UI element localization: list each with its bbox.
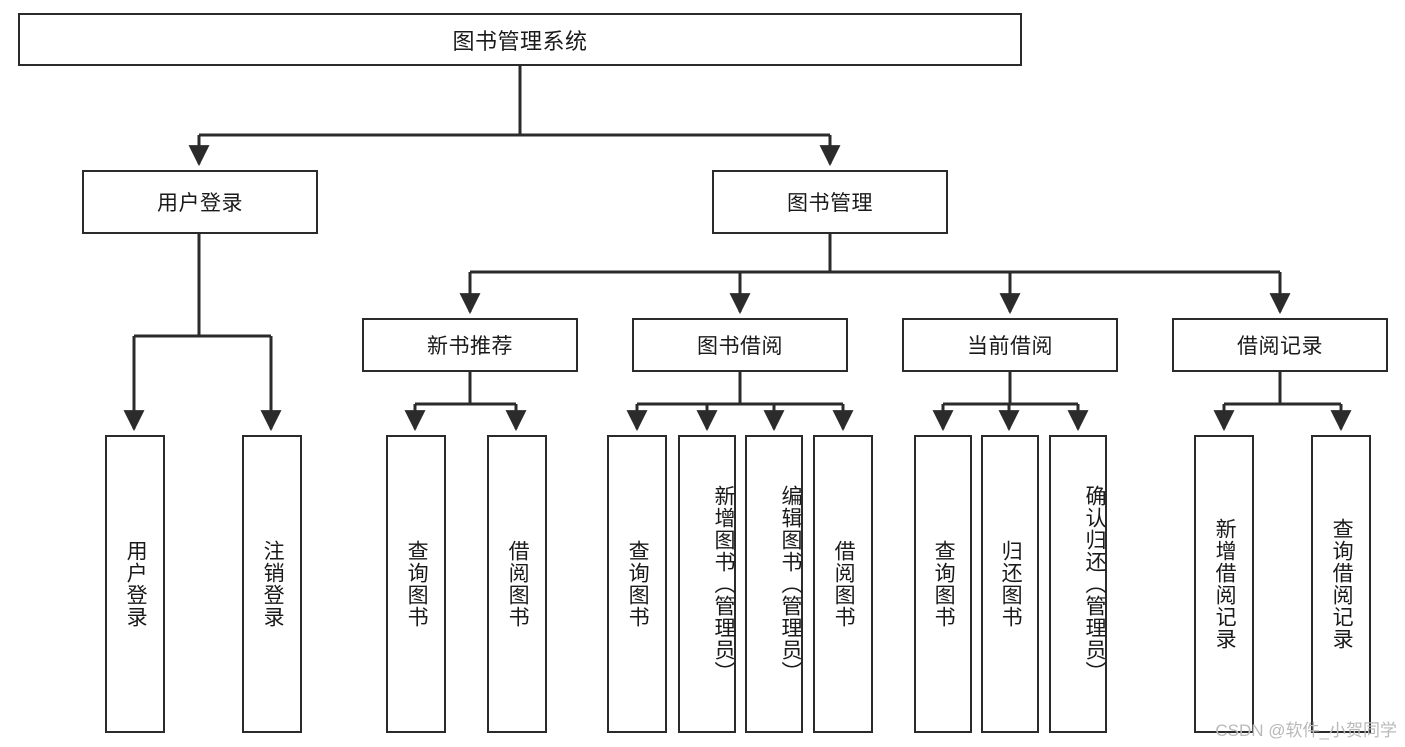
leaf-borrow-record-query[interactable]: 查询借阅记录	[1311, 435, 1371, 733]
node-borrow-record[interactable]: 借阅记录	[1172, 318, 1388, 372]
leaf-new-book-borrow[interactable]: 借阅图书	[487, 435, 547, 733]
leaf-book-borrow-edit[interactable]: 编辑图书（管理员）	[745, 435, 803, 733]
leaf-book-borrow-query[interactable]: 查询图书	[607, 435, 667, 733]
node-user-login[interactable]: 用户登录	[82, 170, 318, 234]
leaf-user-login-login[interactable]: 用户登录	[105, 435, 165, 733]
leaf-new-book-query[interactable]: 查询图书	[386, 435, 446, 733]
node-root[interactable]: 图书管理系统	[18, 13, 1022, 66]
leaf-book-borrow-add[interactable]: 新增图书（管理员）	[678, 435, 736, 733]
leaf-user-login-logout[interactable]: 注销登录	[242, 435, 302, 733]
node-new-book-recommend[interactable]: 新书推荐	[362, 318, 578, 372]
node-book-borrow[interactable]: 图书借阅	[632, 318, 848, 372]
leaf-current-borrow-query[interactable]: 查询图书	[914, 435, 972, 733]
leaf-current-borrow-return[interactable]: 归还图书	[981, 435, 1039, 733]
node-current-borrow[interactable]: 当前借阅	[902, 318, 1118, 372]
leaf-borrow-record-add[interactable]: 新增借阅记录	[1194, 435, 1254, 733]
node-book-management[interactable]: 图书管理	[712, 170, 948, 234]
leaf-book-borrow-borrow[interactable]: 借阅图书	[813, 435, 873, 733]
leaf-current-borrow-confirm-return[interactable]: 确认归还（管理员）	[1049, 435, 1107, 733]
